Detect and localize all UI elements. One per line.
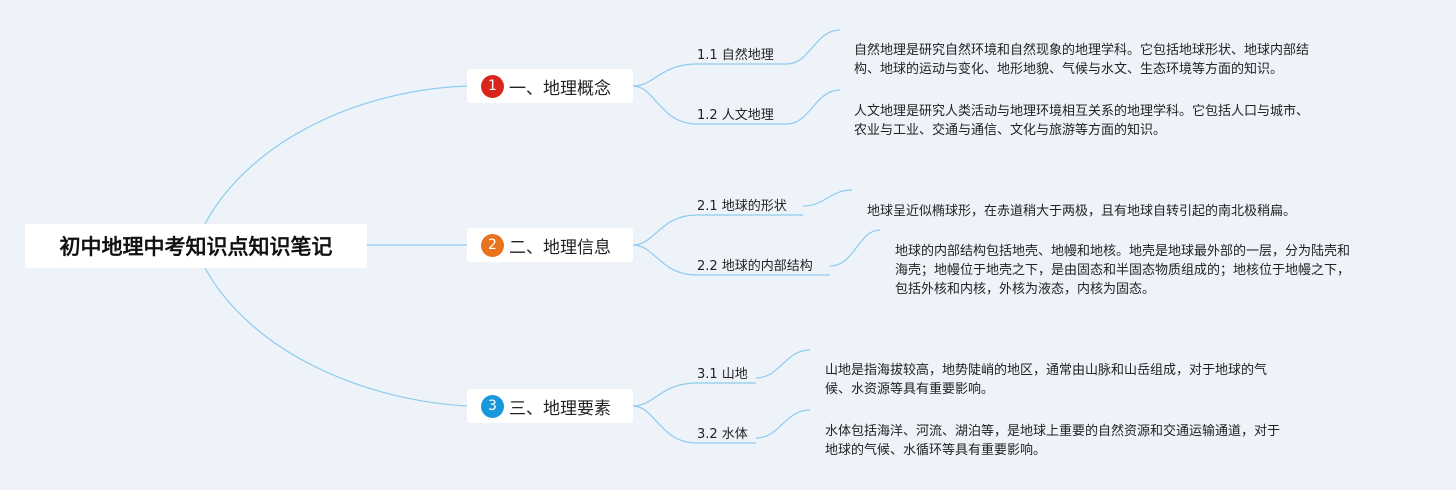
number-badge-3: 3 — [481, 394, 504, 418]
root-title-node[interactable]: 初中地理中考知识点知识笔记 — [25, 224, 367, 268]
branch-node-1[interactable]: 1 一、地理概念 — [467, 69, 633, 103]
link-sub-2-1-desc — [802, 189, 853, 207]
subtopic-node-2-2[interactable]: 2.2 地球的内部结构 — [697, 259, 813, 275]
branch-label-1: 一、地理概念 — [509, 78, 611, 99]
description-node-2-2[interactable]: 地球的内部结构包括地壳、地幔和地核。地壳是地球最外部的一层，分为陆壳和 海壳；地… — [895, 242, 1350, 299]
subtopic-node-1-1[interactable]: 1.1 自然地理 — [697, 48, 774, 64]
description-line: 水体包括海洋、河流、湖泊等，是地球上重要的自然资源和交通运输通道，对于 — [825, 424, 1281, 439]
description-line: 地球呈近似椭球形，在赤道稍大于两极，且有地球自转引起的南北极稍扁。 — [867, 204, 1297, 219]
number-badge-1: 1 — [481, 74, 504, 98]
subtopic-node-3-1[interactable]: 3.1 山地 — [697, 367, 748, 383]
description-node-2-1[interactable]: 地球呈近似椭球形，在赤道稍大于两极，且有地球自转引起的南北极稍扁。 — [867, 202, 1296, 221]
description-line: 人文地理是研究人类活动与地理环境相互关系的地理学科。它包括人口与城市、 — [854, 104, 1310, 119]
description-line: 自然地理是研究自然环境和自然现象的地理学科。它包括地球形状、地球内部结 — [854, 43, 1310, 58]
link-branch-3-sub-2 — [632, 405, 698, 444]
link-root-branch-3 — [204, 267, 468, 407]
description-node-3-1[interactable]: 山地是指海拔较高，地势陡峭的地区，通常由山脉和山岳组成，对于地球的气 候、水资源… — [825, 361, 1267, 399]
subtopic-label: 2.1 地球的形状 — [697, 199, 787, 214]
link-branch-1-sub-1 — [632, 63, 698, 87]
link-sub-1-1-desc — [786, 29, 841, 65]
subtopic-label: 1.2 人文地理 — [697, 108, 774, 123]
branch-node-3[interactable]: 3 三、地理要素 — [467, 389, 633, 423]
subtopic-node-2-1[interactable]: 2.1 地球的形状 — [697, 199, 787, 215]
subtopic-label: 3.2 水体 — [697, 427, 748, 442]
link-branch-1-sub-2 — [632, 85, 698, 125]
root-title: 初中地理中考知识点知识笔记 — [59, 235, 333, 259]
link-sub-3-2-desc — [755, 409, 811, 439]
link-sub-3-1-desc — [755, 349, 811, 379]
subtopic-label: 3.1 山地 — [697, 367, 748, 382]
subtopic-node-3-2[interactable]: 3.2 水体 — [697, 427, 748, 443]
description-line: 地球的内部结构包括地壳、地幔和地核。地壳是地球最外部的一层，分为陆壳和 — [895, 244, 1351, 259]
description-line: 海壳；地幔位于地壳之下，是由固态和半固态物质组成的；地核位于地幔之下， — [895, 263, 1351, 278]
description-node-1-1[interactable]: 自然地理是研究自然环境和自然现象的地理学科。它包括地球形状、地球内部结 构、地球… — [854, 41, 1309, 79]
branch-label-3: 三、地理要素 — [509, 398, 611, 419]
link-root-branch-1 — [204, 85, 468, 225]
description-line: 农业与工业、交通与通信、文化与旅游等方面的知识。 — [854, 123, 1167, 138]
subtopic-node-1-2[interactable]: 1.2 人文地理 — [697, 108, 774, 124]
link-branch-2-sub-2 — [632, 244, 698, 276]
link-branch-2-sub-1 — [632, 214, 698, 246]
branch-label-2: 二、地理信息 — [509, 237, 611, 258]
link-sub-1-2-desc — [786, 89, 841, 125]
subtopic-label: 1.1 自然地理 — [697, 48, 774, 63]
link-sub-2-2-desc — [829, 229, 881, 267]
link-branch-3-sub-1 — [632, 382, 698, 407]
branch-node-2[interactable]: 2 二、地理信息 — [467, 228, 633, 262]
description-line: 山地是指海拔较高，地势陡峭的地区，通常由山脉和山岳组成，对于地球的气 — [825, 363, 1268, 378]
subtopic-label: 2.2 地球的内部结构 — [697, 259, 813, 274]
description-node-1-2[interactable]: 人文地理是研究人类活动与地理环境相互关系的地理学科。它包括人口与城市、 农业与工… — [854, 102, 1309, 140]
description-line: 构、地球的运动与变化、地形地貌、气候与水文、生态环境等方面的知识。 — [854, 62, 1284, 77]
description-line: 地球的气候、水循环等具有重要影响。 — [825, 443, 1047, 458]
description-node-3-2[interactable]: 水体包括海洋、河流、湖泊等，是地球上重要的自然资源和交通运输通道，对于 地球的气… — [825, 422, 1280, 460]
description-line: 包括外核和内核，外核为液态，内核为固态。 — [895, 282, 1156, 297]
description-line: 候、水资源等具有重要影响。 — [825, 382, 995, 397]
number-badge-2: 2 — [481, 233, 504, 257]
